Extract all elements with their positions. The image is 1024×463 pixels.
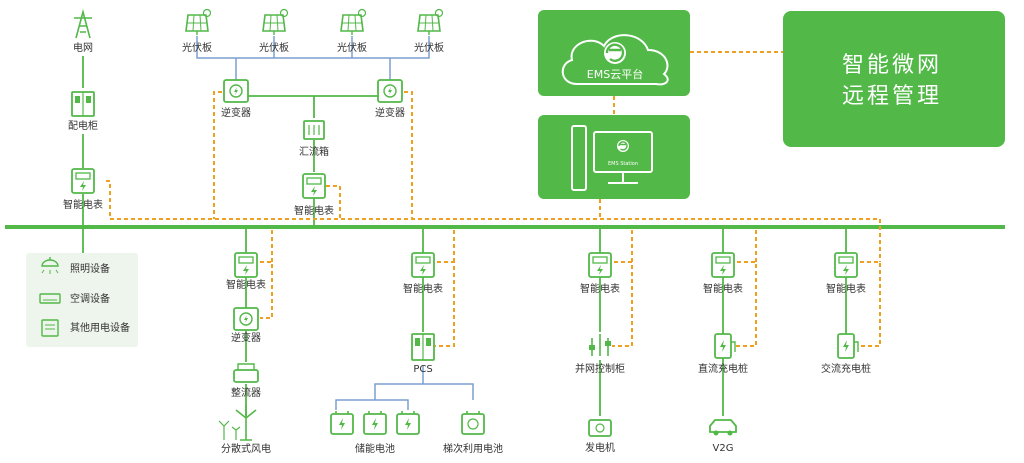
label-pv-panel-4: 光伏板 [414, 41, 444, 54]
ems-station[interactable]: EMS Station [538, 115, 690, 199]
label-combiner-box: 汇流箱 [299, 145, 329, 158]
label-rectifier: 整流器 [231, 386, 261, 399]
label-generator: 发电机 [585, 441, 615, 454]
label-storage-battery: 储能电池 [355, 442, 395, 455]
label-pv-panel-1: 光伏板 [182, 41, 212, 54]
label-storage-meter: 智能电表 [403, 282, 443, 295]
pcs-icon [411, 333, 435, 361]
label-inverter-right: 逆变器 [375, 106, 405, 119]
smart-meter-icon [234, 252, 258, 278]
smart-meter-icon [302, 173, 326, 199]
smart-meter-icon [588, 252, 612, 278]
label-dc-meter: 智能电表 [703, 282, 743, 295]
comm-inverter-left [213, 91, 222, 219]
smart-meter-icon [71, 168, 95, 194]
load-item-other: 其他用电设备 [70, 321, 130, 334]
solar-panel-icon [340, 8, 367, 36]
pcs-battery-wire [374, 383, 474, 400]
switch-control-icon [589, 334, 611, 356]
label-pv-panel-3: 光伏板 [337, 41, 367, 54]
label-generator-meter: 智能电表 [580, 282, 620, 295]
ems-cloud-label: EMS云平台 [587, 67, 643, 81]
label-dc-charging-pile: 直流充电桩 [698, 362, 748, 375]
dc-charging-pile-icon [714, 333, 736, 359]
load-item-lighting: 照明设备 [70, 262, 110, 275]
comm-wind-branch [260, 261, 273, 319]
solar-panel-icon [185, 8, 212, 36]
comm-inverter-right [404, 91, 413, 219]
battery-icon [330, 411, 354, 435]
comm-grid-meter [106, 180, 111, 219]
electric-car-icon [709, 419, 737, 436]
label-ac-charging-pile: 交流充电桩 [821, 362, 871, 375]
comm-combiner-meter [326, 185, 341, 219]
comm-storage-branch [435, 261, 455, 347]
smart-meter-icon [834, 252, 858, 278]
label-grid-meter: 智能电表 [63, 198, 103, 211]
server-tower-icon [571, 125, 587, 191]
label-pv-panel-2: 光伏板 [259, 41, 289, 54]
label-distributed-wind: 分散式风电 [221, 442, 271, 455]
pv-collector-wire-outer [196, 36, 430, 59]
label-grid-control-cabinet: 并网控制柜 [575, 362, 625, 375]
ems-cloud-platform[interactable]: EMS云平台 [538, 10, 690, 96]
label-ac-meter: 智能电表 [826, 282, 866, 295]
air-conditioner-icon [39, 293, 61, 304]
comm-dc-branch [735, 261, 757, 347]
inverter-icon [233, 307, 259, 331]
lighting-icon [41, 257, 59, 274]
label-wind-meter: 智能电表 [226, 278, 266, 291]
combiner-box-icon [303, 120, 325, 140]
label-wind-inverter: 逆变器 [231, 331, 261, 344]
solar-panel-icon [417, 8, 444, 36]
smart-meter-icon [711, 252, 735, 278]
comm-ac-branch [858, 261, 881, 347]
battery-icon [363, 411, 387, 435]
smart-meter-icon [411, 252, 435, 278]
remote-management-box[interactable]: 智能微网 远程管理 [783, 11, 1005, 147]
remote-management-line2: 远程管理 [842, 84, 942, 109]
solar-panel-icon [262, 8, 289, 36]
battery-rack-wire [335, 399, 409, 410]
label-inverter-left: 逆变器 [221, 106, 251, 119]
remote-management-line1: 智能微网 [842, 53, 942, 78]
wind-turbine-icon [218, 406, 257, 441]
second-life-battery-icon [461, 411, 485, 435]
label-grid: 电网 [73, 41, 93, 54]
label-v2g: V2G [713, 443, 734, 454]
comm-gen-branch [612, 261, 633, 347]
load-item-air-conditioner: 空调设备 [70, 292, 110, 305]
inverter-icon [377, 79, 403, 103]
label-second-life-battery: 梯次利用电池 [443, 442, 503, 455]
label-pcs: PCS [413, 364, 432, 375]
label-distribution-cabinet: 配电柜 [68, 119, 98, 132]
distribution-cabinet-icon [71, 91, 95, 117]
power-tower-icon [74, 8, 92, 39]
ems-station-screen-label: EMS Station [608, 161, 638, 167]
generator-icon [588, 419, 612, 437]
other-appliance-icon [41, 319, 59, 337]
battery-icon [396, 411, 420, 435]
ac-charging-pile-icon [837, 333, 859, 359]
load-devices-box: 照明设备 空调设备 其他用电设备 [26, 253, 138, 347]
rectifier-icon [233, 363, 259, 383]
label-combiner-meter: 智能电表 [294, 204, 334, 217]
inverter-icon [223, 79, 249, 103]
